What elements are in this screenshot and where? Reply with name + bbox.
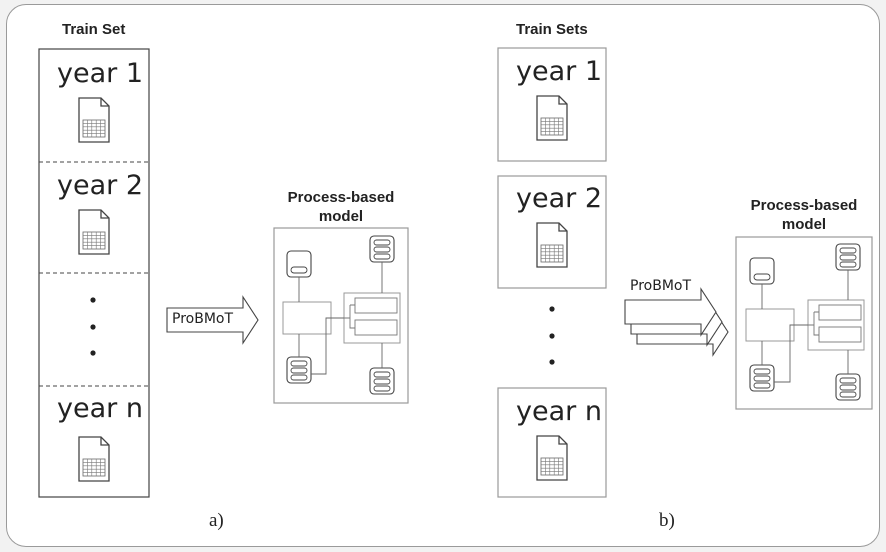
figure-frame bbox=[6, 4, 880, 547]
train-sets-header: Train Sets bbox=[516, 21, 588, 38]
database-icon bbox=[286, 356, 312, 384]
year-label: year 1 bbox=[516, 56, 602, 87]
model-title-line: model bbox=[781, 216, 827, 233]
document-icon bbox=[78, 97, 110, 143]
year-label: year 2 bbox=[516, 183, 602, 214]
database-icon bbox=[749, 364, 775, 392]
ellipsis-dot bbox=[549, 333, 555, 339]
year-label: year 1 bbox=[57, 58, 143, 89]
database-icon bbox=[749, 257, 775, 285]
ellipsis-dot bbox=[90, 324, 96, 330]
arrow-icon bbox=[166, 295, 259, 345]
panel-b bbox=[497, 47, 873, 498]
arrow-label: ProBMoT bbox=[172, 311, 234, 327]
connector bbox=[298, 262, 383, 375]
year-label: year n bbox=[57, 393, 143, 424]
arrow-label: ProBMoT bbox=[630, 278, 692, 294]
model-title-line: Process-based bbox=[750, 197, 858, 214]
panel-caption: a) bbox=[209, 510, 224, 531]
document-icon bbox=[536, 435, 568, 481]
document-icon bbox=[78, 436, 110, 482]
database-icon bbox=[369, 367, 395, 395]
document-icon bbox=[536, 222, 568, 268]
database-icon bbox=[286, 250, 312, 278]
panel-caption: b) bbox=[659, 510, 675, 531]
document-icon bbox=[536, 95, 568, 141]
year-label: year n bbox=[516, 396, 602, 427]
year-label: year 2 bbox=[57, 170, 143, 201]
arrow-icon bbox=[624, 287, 717, 337]
model-title: Process-based model bbox=[268, 188, 414, 226]
train-set-header: Train Set bbox=[62, 21, 126, 38]
ellipsis-dot bbox=[549, 306, 555, 312]
model-title: Process-based model bbox=[731, 196, 877, 234]
model-title-line: Process-based bbox=[287, 189, 395, 206]
process-box-icon bbox=[745, 308, 795, 342]
ellipsis-dot bbox=[90, 297, 96, 303]
model-title-line: model bbox=[318, 208, 364, 225]
ellipsis-dot bbox=[549, 359, 555, 365]
ellipsis-dot bbox=[90, 350, 96, 356]
panel-a bbox=[38, 48, 409, 498]
process-box-icon bbox=[282, 301, 332, 335]
connector bbox=[761, 270, 849, 383]
database-icon bbox=[835, 243, 861, 271]
document-icon bbox=[78, 209, 110, 255]
database-icon bbox=[369, 235, 395, 263]
database-icon bbox=[835, 373, 861, 401]
